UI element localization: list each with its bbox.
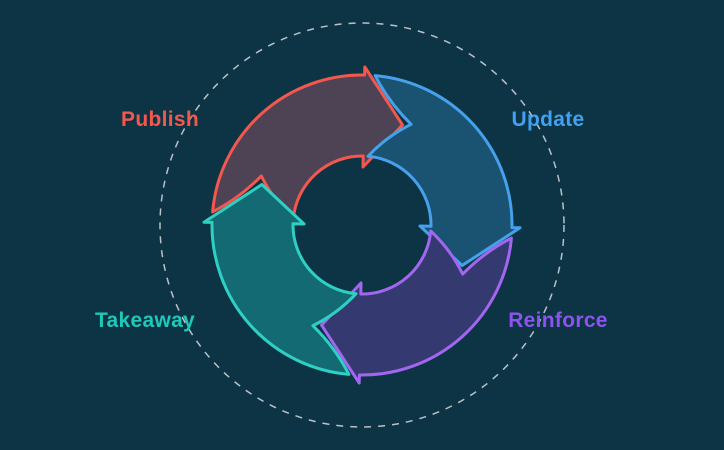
step-label-reinforce: Reinforce bbox=[508, 309, 608, 332]
step-label-takeaway: Takeaway bbox=[94, 309, 196, 332]
step-label-update: Update bbox=[511, 108, 585, 131]
dashed-guide-circle bbox=[159, 22, 565, 428]
arrow-update bbox=[366, 74, 522, 267]
arrow-reinforce bbox=[320, 229, 513, 385]
arrow-publish bbox=[211, 65, 404, 221]
step-label-publish: Publish bbox=[121, 108, 199, 131]
arrow-takeaway bbox=[202, 183, 358, 376]
